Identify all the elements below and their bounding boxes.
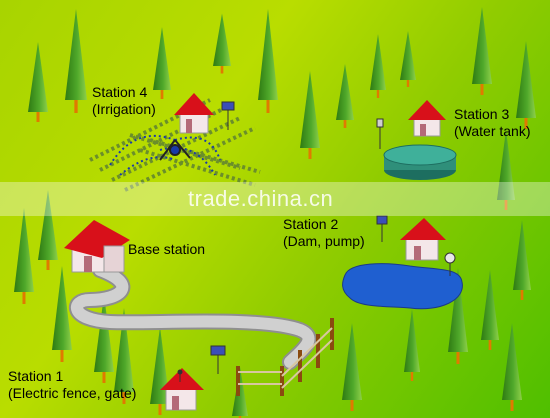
tree-icon — [400, 31, 416, 87]
tree-icon — [404, 309, 420, 381]
house-icons — [64, 93, 446, 411]
station1-desc: (Electric fence, gate) — [8, 385, 137, 401]
tree-icon — [213, 13, 231, 74]
tree-icon — [481, 270, 499, 350]
solar-panel-icons — [210, 101, 388, 374]
base-station-label: Base station — [128, 241, 205, 258]
base-station-name: Base station — [128, 241, 206, 257]
tree-icon — [14, 208, 34, 304]
station1-label: Station 1 (Electric fence, gate) — [8, 368, 136, 402]
station4-label: Station 4 (Irrigation) — [92, 84, 156, 118]
station3-name: Station 3 — [454, 106, 510, 122]
tree-icon — [300, 71, 320, 159]
house-icon — [400, 218, 446, 261]
tree-icon — [513, 220, 531, 300]
pond-icon — [342, 263, 463, 310]
sprinkler-device — [159, 139, 191, 161]
solar-panel-icon — [210, 345, 226, 374]
station2-desc: (Dam, pump) — [283, 233, 365, 249]
watermark-band: trade.china.cn — [0, 182, 550, 216]
house-icon — [408, 100, 446, 137]
tree-icon — [52, 266, 72, 362]
sensor-icon — [376, 118, 384, 149]
sprinkler-icon — [109, 134, 221, 176]
station2-label: Station 2 (Dam, pump) — [283, 216, 365, 250]
watermark-text: trade.china.cn — [188, 186, 334, 211]
station3-label: Station 3 (Water tank) — [454, 106, 531, 140]
station4-desc: (Irrigation) — [92, 101, 156, 117]
sensor-icon — [444, 252, 456, 276]
tree-icon — [65, 9, 87, 114]
station1-name: Station 1 — [8, 368, 64, 384]
station2-name: Station 2 — [283, 216, 339, 232]
tree-icon — [258, 9, 278, 114]
station4-name: Station 4 — [92, 84, 148, 100]
fence-icon — [236, 318, 334, 396]
sensor-icon — [177, 369, 183, 382]
tree-icon — [342, 323, 362, 411]
tree-icon — [336, 64, 354, 128]
water-tank-icon — [383, 144, 457, 180]
house-icon — [64, 220, 130, 273]
tree-icon — [370, 34, 386, 98]
sensor-icons — [177, 118, 456, 382]
tree-icon — [28, 42, 48, 122]
tree-icon — [472, 6, 492, 95]
house-icon — [174, 93, 214, 134]
solar-panel-icon — [376, 215, 388, 242]
house-icon — [160, 368, 204, 411]
solar-panel-icon — [221, 101, 235, 130]
station3-desc: (Water tank) — [454, 123, 531, 139]
tree-icon — [502, 323, 522, 411]
